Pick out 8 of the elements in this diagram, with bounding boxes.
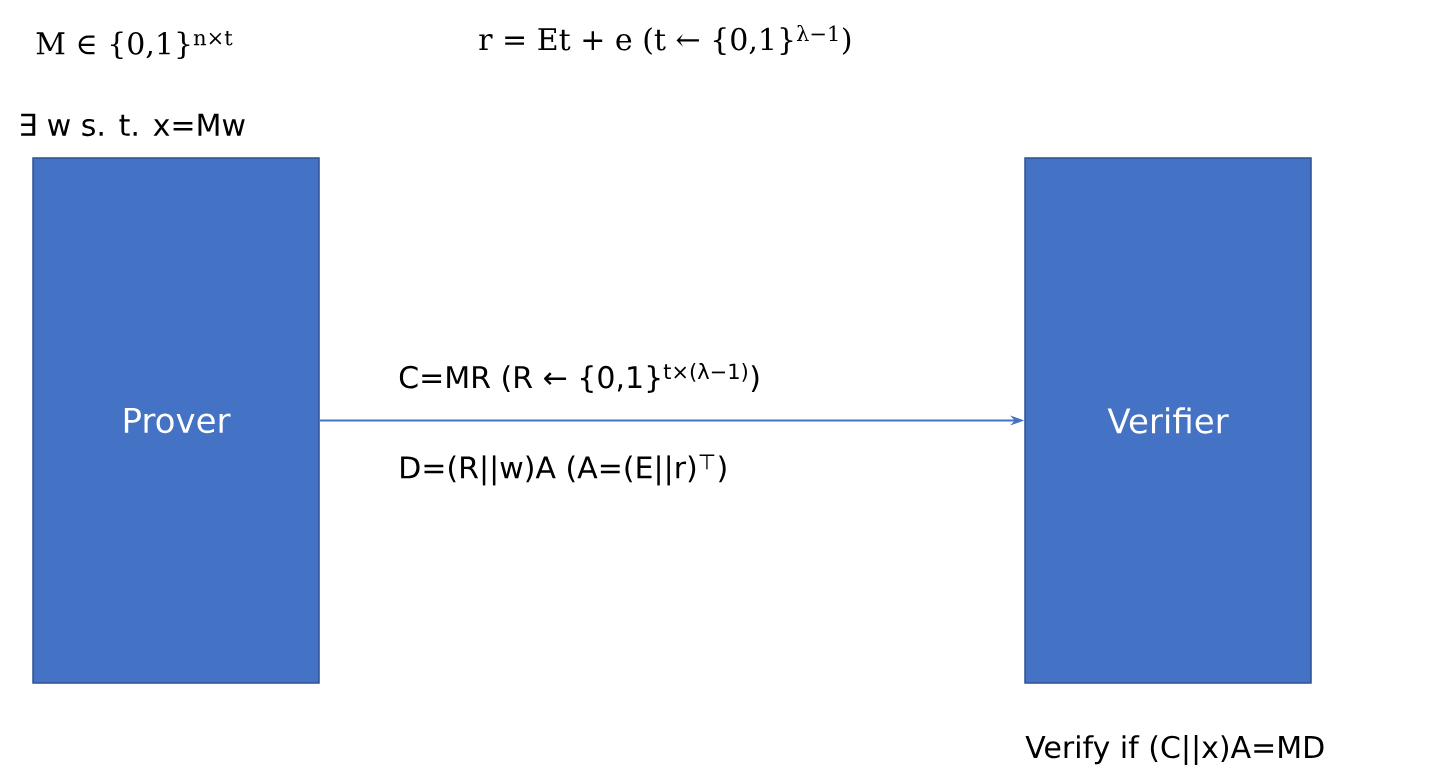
node-caption: Verify if (C||x)A=MD (1025, 735, 1324, 765)
process-box: Prover (32, 157, 320, 684)
process-box: Verifier (1024, 157, 1312, 684)
formula-label: D=(R||w)A (A=(E||r)$^{⊤}$) (401, 454, 726, 486)
formula-label: M ∈ {0,1}$^{n×t}$ (36, 30, 233, 60)
formula-label: C=MR (R ← {0,1}$^{t×(λ−1)}$) (399, 363, 759, 393)
node-caption: ∃ w s. t. x=Mw (21, 113, 245, 137)
formula-label: r = Et + e (t ← {0,1}$^{λ−1}$) (479, 25, 851, 55)
